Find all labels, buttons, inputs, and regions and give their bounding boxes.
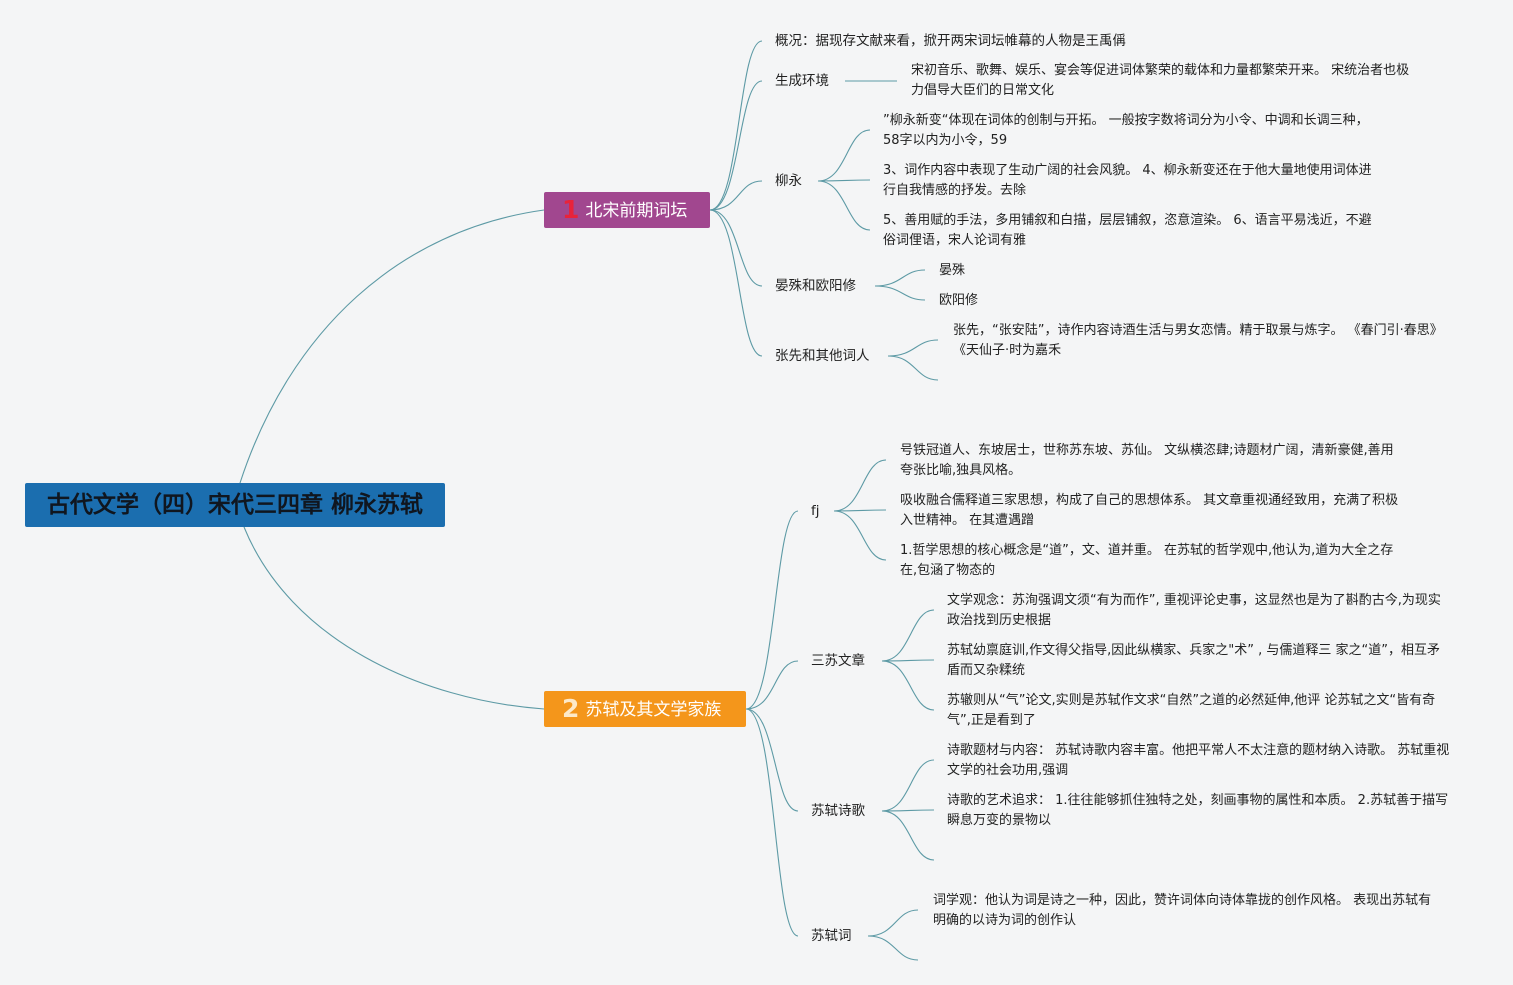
subtopic-yan-shu-ouyang-xiu[interactable]: 晏殊和欧阳修 <box>775 278 856 294</box>
link-branch1-sub4 <box>709 209 763 357</box>
main-topic-label: 苏轼及其文学家族 <box>585 700 722 720</box>
link-liuyong-leaf-0 <box>817 129 871 182</box>
link-branch2-sub1 <box>745 660 799 710</box>
link-branch1-sub1 <box>709 80 763 211</box>
leaf-liu-yong-3[interactable]: 5、善用赋的手法，多用铺叙和白描，层层铺叙，恣意渲染。 6、语言平易浅近，不避俗… <box>883 213 1372 248</box>
topic-number-badge: 1 <box>562 195 580 224</box>
link-liuyong-leaf-1 <box>817 179 871 182</box>
subtopic-overview[interactable]: 概况：据现存文献来看，掀开两宋词坛帷幕的人物是王禹偁 <box>775 33 1126 49</box>
link-threesu-leaf-2 <box>881 660 935 711</box>
link-zhang-leaf-1 <box>887 355 939 381</box>
link-fj-leaf-0 <box>833 459 887 512</box>
leaf-ci-1[interactable]: 词学观：他认为词是诗之一种，因此，赞许词体向诗体靠拢的创作风格。 表现出苏轼有明… <box>933 893 1432 928</box>
subtopic-environment[interactable]: 生成环境 <box>775 73 829 89</box>
link-poetry-leaf-2 <box>881 810 935 861</box>
leaf-liu-yong-2[interactable]: 3、词作内容中表现了生动广阔的社会风貌。 4、柳永新变还在于他大量地使用词体进行… <box>883 163 1372 198</box>
subtopic-liu-yong[interactable]: 柳永 <box>775 173 802 189</box>
link-branch2-sub0 <box>745 510 799 710</box>
leaf-poetry-2[interactable]: 诗歌的艺术追求： 1.往往能够抓住独特之处，刻画事物的属性和本质。 2.苏轼善于… <box>947 793 1449 828</box>
link-root-branch1 <box>239 209 545 484</box>
leaf-fj-3[interactable]: 1.哲学思想的核心概念是“道”，文、道并重。 在苏轼的哲学观中,他认为,道为大全… <box>900 543 1394 578</box>
link-zhang-leaf-0 <box>887 339 939 357</box>
link-threesu-leaf-0 <box>881 609 935 662</box>
leaf-environment-1[interactable]: 宋初音乐、歌舞、娱乐、宴会等促进词体繁荣的载体和力量都繁荣开来。 宋统治者也极力… <box>911 63 1410 98</box>
subtopic-zhang-xian-others[interactable]: 张先和其他词人 <box>775 348 870 364</box>
link-branch2-sub3 <box>745 708 799 937</box>
topic-number-badge: 2 <box>562 694 580 723</box>
leaf-yan-shu[interactable]: 晏殊 <box>939 263 966 278</box>
leaf-poetry-1[interactable]: 诗歌题材与内容： 苏轼诗歌内容丰富。他把平常人不太注意的题材纳入诗歌。 苏轼重视… <box>947 743 1450 778</box>
leaf-ouyang-xiu[interactable]: 欧阳修 <box>939 293 979 308</box>
link-branch1-sub0 <box>709 40 763 211</box>
link-yan-leaf-1 <box>874 285 926 301</box>
subtopic-su-shi-poetry[interactable]: 苏轼诗歌 <box>811 803 865 819</box>
main-topic-label: 北宋前期词坛 <box>585 201 688 221</box>
link-ci-leaf-0 <box>867 909 919 937</box>
link-fj-leaf-1 <box>833 509 887 512</box>
link-poetry-leaf-0 <box>881 759 935 812</box>
root-topic[interactable]: 古代文学（四）宋代三四章 柳永苏轼 <box>25 483 445 527</box>
leaf-fj-1[interactable]: 号铁冠道人、东坡居士，世称苏东坡、苏仙。 文纵横恣肆;诗题材广阔，清新豪健,善用… <box>900 443 1394 478</box>
leaf-three-su-3[interactable]: 苏辙则从“气”论文,实则是苏轼作文求“自然”之道的必然延伸,他评 论苏轼之文“皆… <box>947 693 1436 728</box>
leaf-zhang-xian[interactable]: 张先，“张安陆”，诗作内容诗酒生活与男女恋情。精于取景与炼字。 《春门引·春思》… <box>953 323 1443 358</box>
leaf-liu-yong-1[interactable]: ”柳永新变“体现在词体的创制与开拓。 一般按字数将词分为小令、中调和长调三种，5… <box>883 113 1369 148</box>
link-branch1-sub2 <box>709 180 763 211</box>
link-branch1-sub3 <box>709 209 763 287</box>
subtopic-three-su-prose[interactable]: 三苏文章 <box>811 653 865 669</box>
link-threesu-leaf-1 <box>881 659 935 662</box>
leaf-three-su-1[interactable]: 文学观念：苏洵强调文须“有为而作”, 重视评论史事，这显然也是为了斟酌古今,为现… <box>947 593 1441 628</box>
leaf-three-su-2[interactable]: 苏轼幼禀庭训,作文得父指导,因此纵横家、兵家之"术” , 与儒道释三 家之“道”… <box>947 643 1440 678</box>
link-fj-leaf-2 <box>833 510 887 561</box>
link-liuyong-leaf-2 <box>817 180 871 231</box>
link-yan-leaf-0 <box>874 269 926 287</box>
subtopic-fj[interactable]: fj <box>811 503 820 519</box>
link-root-branch2 <box>243 526 545 710</box>
leaf-fj-2[interactable]: 吸收融合儒释道三家思想，构成了自己的思想体系。 其文章重视通经致用，充满了积极入… <box>900 493 1399 528</box>
link-branch2-sub2 <box>745 708 799 812</box>
subtopic-su-shi-ci[interactable]: 苏轼词 <box>811 928 852 944</box>
link-ci-leaf-1 <box>867 935 919 961</box>
link-poetry-leaf-1 <box>881 809 935 812</box>
